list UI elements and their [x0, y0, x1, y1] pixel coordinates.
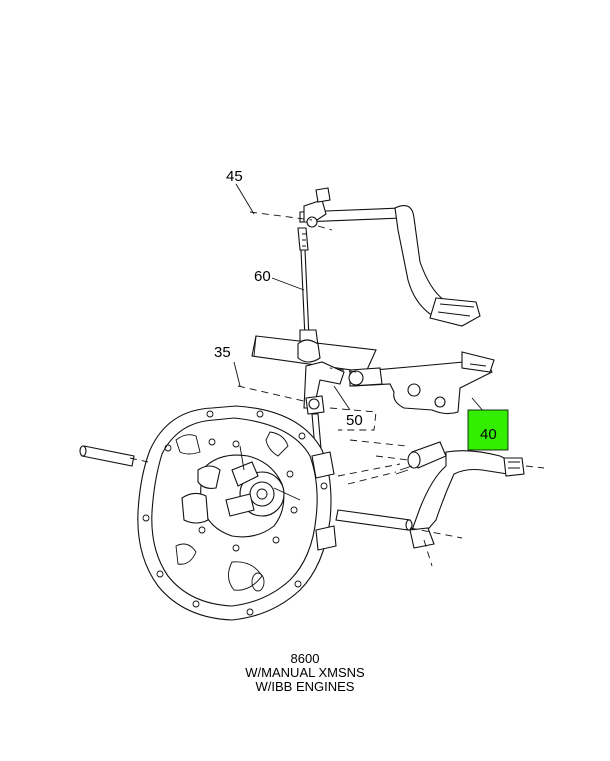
leader-lines [233, 183, 485, 413]
callout-45[interactable]: 45 [226, 168, 243, 185]
mounting-bracket [251, 335, 377, 373]
cross-shaft-support [348, 351, 495, 415]
caption-engine: W/IBB ENGINES [255, 679, 355, 694]
push-rod [297, 227, 319, 347]
callout-50[interactable]: 50 [346, 412, 363, 429]
callout-35[interactable]: 35 [214, 344, 231, 361]
callout-40-highlight[interactable] [467, 409, 509, 451]
caption-model: 8600 [290, 651, 320, 666]
clutch-pedal-assembly [299, 187, 481, 327]
assembly-centerlines [129, 211, 545, 567]
caption-transmission: W/MANUAL XMSNS [245, 665, 365, 680]
pilot-shaft [79, 445, 135, 467]
release-shaft [335, 509, 413, 531]
callout-60[interactable]: 60 [254, 268, 271, 285]
release-fork-lever [395, 441, 525, 549]
callout-40[interactable]: 40 [480, 426, 497, 443]
release-lever [303, 361, 345, 461]
flywheel-housing [137, 405, 337, 621]
